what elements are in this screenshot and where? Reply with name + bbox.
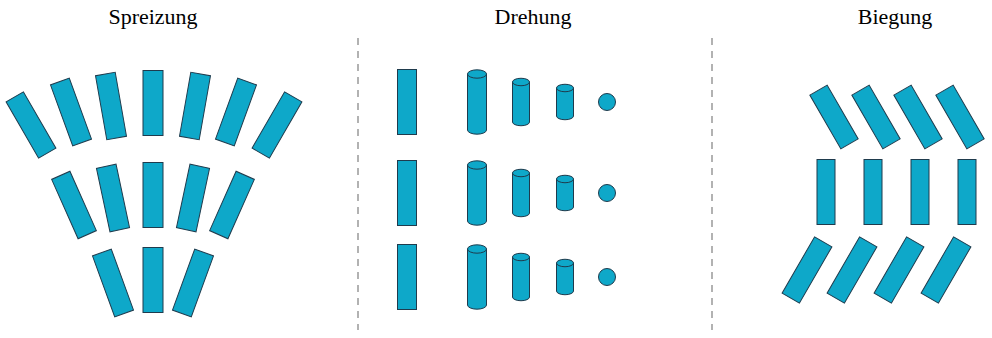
divider-line <box>357 38 359 330</box>
molecule-rod <box>921 237 971 303</box>
molecule-rod <box>96 164 129 232</box>
molecule-cylinder-top <box>513 78 530 85</box>
molecule-end-on <box>599 269 616 286</box>
molecule-cylinder <box>513 82 530 126</box>
panel-title: Drehung <box>495 4 572 30</box>
molecule-rod <box>252 92 302 158</box>
molecule-end-on <box>599 185 616 202</box>
molecule-rod <box>6 92 56 158</box>
twist-rods <box>398 70 616 310</box>
molecule-rod <box>50 78 91 146</box>
molecule-rod <box>176 164 209 232</box>
molecule-rod <box>936 85 984 149</box>
molecule-rod <box>827 237 877 303</box>
molecule-rod <box>874 237 924 303</box>
panel-title: Biegung <box>858 4 933 30</box>
molecule-cylinder-top <box>468 70 487 78</box>
splay-rods <box>6 71 302 317</box>
molecule-cylinder <box>557 263 574 295</box>
molecule-end-on <box>599 94 616 111</box>
molecule-rod <box>52 171 97 239</box>
molecule-rod <box>172 249 213 317</box>
molecule-rod <box>894 85 942 149</box>
molecule-rod <box>864 160 882 225</box>
molecule-cylinder <box>557 179 574 211</box>
molecule-cylinder <box>513 257 530 301</box>
molecule-rod <box>398 70 417 135</box>
molecule-cylinder <box>513 173 530 217</box>
molecule-rod <box>398 161 417 226</box>
molecule-rod <box>143 248 163 313</box>
molecule-rod <box>398 245 417 310</box>
molecule-cylinder-top <box>513 253 530 260</box>
molecule-rod <box>96 72 127 139</box>
molecule-cylinder <box>468 165 487 225</box>
molecule-rod <box>911 160 929 225</box>
divider-line <box>711 38 713 330</box>
molecule-rod <box>817 160 835 225</box>
molecule-cylinder-top <box>468 245 487 253</box>
molecule-rod <box>143 163 163 228</box>
molecule-cylinder <box>468 249 487 309</box>
bend-rods <box>782 85 984 303</box>
molecule-cylinder <box>468 74 487 134</box>
molecule-cylinder-top <box>557 259 574 266</box>
molecule-rod <box>782 237 832 303</box>
molecule-rod <box>958 160 976 225</box>
molecule-rod <box>810 85 858 149</box>
molecule-cylinder-top <box>513 169 530 176</box>
molecule-cylinder <box>557 88 574 120</box>
molecule-cylinder-top <box>557 175 574 182</box>
molecule-rod <box>215 78 256 146</box>
panel-title: Spreizung <box>108 4 197 30</box>
molecule-cylinder-top <box>468 161 487 169</box>
molecule-rod <box>92 249 133 317</box>
molecule-rod <box>143 71 163 136</box>
molecule-rod <box>210 171 255 239</box>
molecule-rod <box>180 72 211 139</box>
molecule-rod <box>852 85 900 149</box>
molecule-cylinder-top <box>557 84 574 91</box>
